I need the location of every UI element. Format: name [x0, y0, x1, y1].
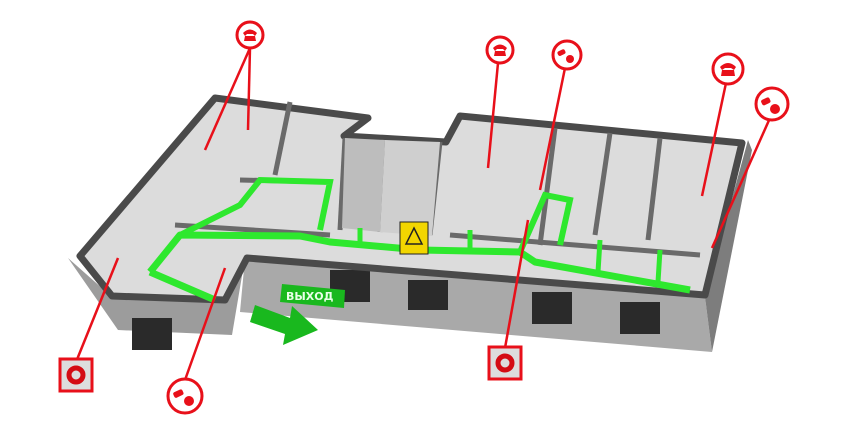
- marker-phone[interactable]: [235, 20, 265, 50]
- evacuation-route: [147, 231, 691, 294]
- phone-icon: [493, 44, 507, 56]
- evacuation-route: [148, 268, 217, 304]
- evacuation-route: [178, 176, 334, 238]
- stairwell-wall: [342, 138, 385, 232]
- building-facade-left: [68, 258, 245, 335]
- marker-alarm[interactable]: [58, 357, 94, 393]
- building-side-right: [705, 140, 752, 352]
- marker-alarm[interactable]: [487, 345, 523, 381]
- route-branches: [357, 228, 663, 283]
- exit-sign: [280, 284, 345, 308]
- exit-label: ВЫХОД: [286, 290, 334, 303]
- marker-extinguisher[interactable]: [166, 377, 204, 415]
- facade-windows: [132, 270, 660, 350]
- phone-icon: [720, 63, 736, 76]
- exit-arrow-icon: [250, 305, 318, 345]
- evacuation-route: [517, 191, 574, 254]
- marker-extinguisher[interactable]: [754, 86, 790, 122]
- fire-alarm-button-icon: [66, 365, 86, 385]
- fire-extinguisher-icon: [173, 389, 194, 406]
- warning-icon: [404, 226, 424, 245]
- marker-leader-lines: [74, 47, 772, 381]
- stairwell-wall: [380, 140, 440, 236]
- marker-phone[interactable]: [485, 35, 515, 65]
- fire-alarm-button-icon: [495, 353, 515, 373]
- phone-icon: [243, 29, 257, 41]
- fire-extinguisher-icon: [557, 49, 574, 63]
- fire-extinguisher-icon: [761, 97, 780, 114]
- marker-phone[interactable]: [711, 52, 745, 86]
- marker-extinguisher[interactable]: [551, 39, 583, 71]
